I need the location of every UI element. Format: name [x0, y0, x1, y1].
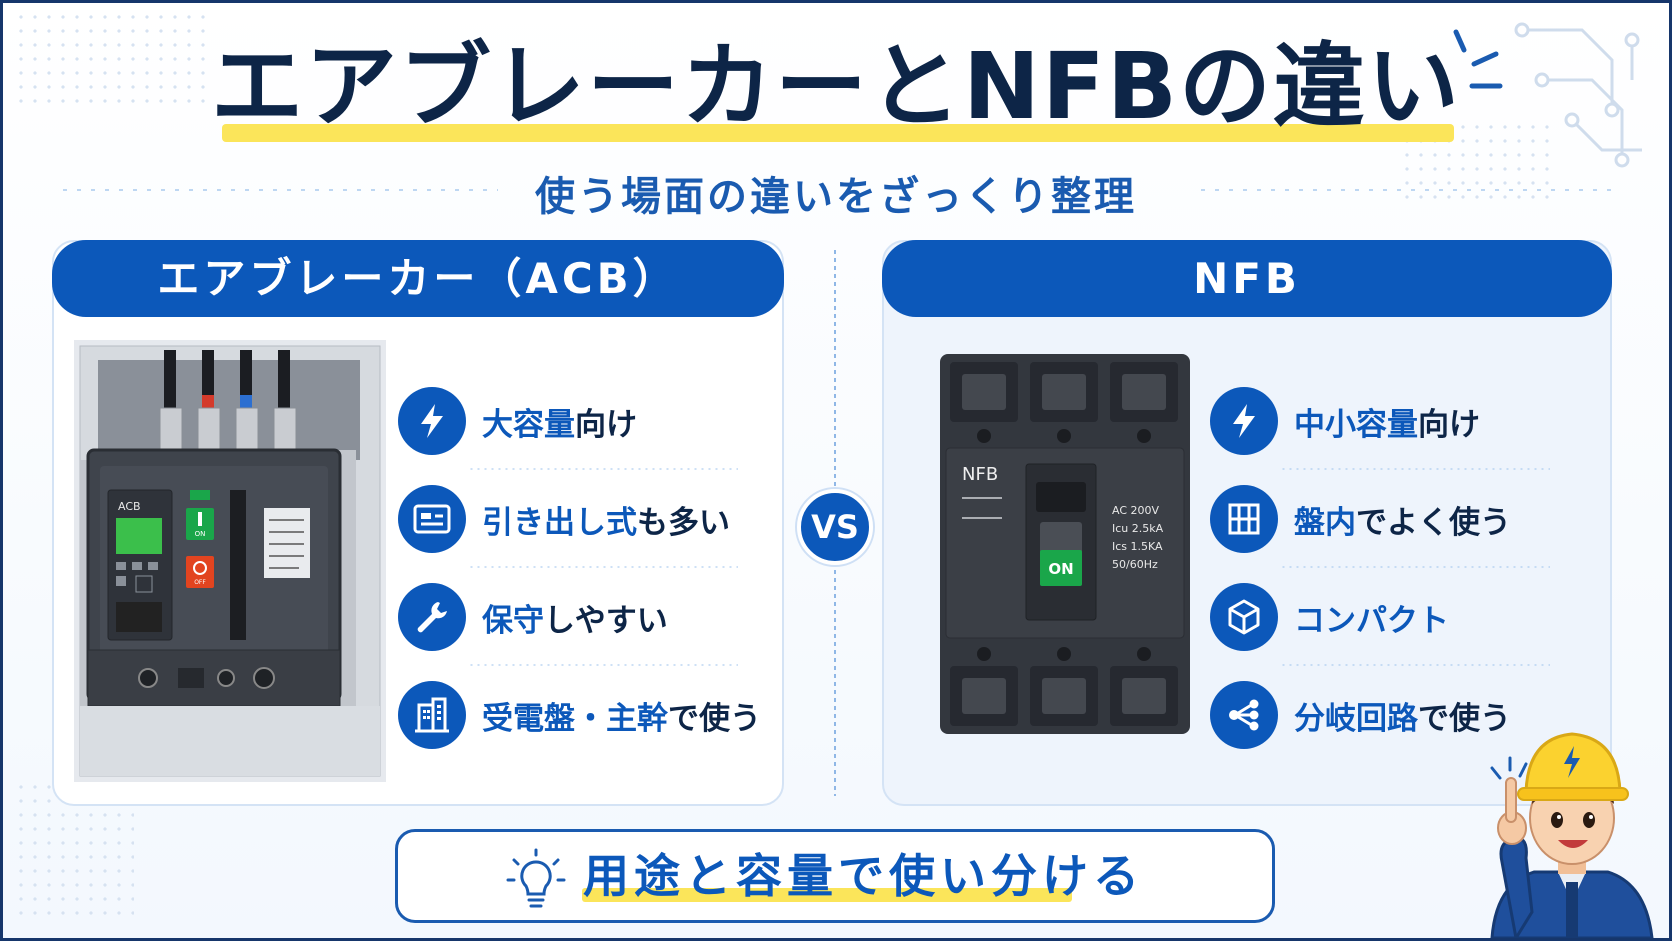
nfb-spec-line: 50/60Hz — [1112, 558, 1158, 571]
nfb-on-label: ON — [1048, 560, 1073, 578]
nfb-spec-line: Icu 2.5kA — [1112, 522, 1164, 535]
subtitle-dotline-right — [1196, 188, 1616, 192]
branch-icon — [1210, 681, 1278, 749]
lightning-icon — [1210, 387, 1278, 455]
acb-device-illustration: ACB ON OFF — [74, 340, 386, 782]
acb-brand-label: ACB — [118, 500, 141, 513]
conclusion-banner: 用途と容量で使い分ける — [395, 829, 1275, 923]
divider — [1280, 664, 1550, 666]
worker-mascot-illustration — [1490, 732, 1654, 938]
decor-dots-top-left — [14, 10, 214, 110]
title-highlight — [222, 124, 1454, 142]
wrench-icon — [398, 583, 466, 651]
nfb-heading: NFB — [882, 240, 1612, 317]
list-item: 中小容量向け — [1210, 372, 1550, 470]
acb-off-label: OFF — [194, 579, 206, 586]
nfb-panel: NFB NFB ON AC 200V Icu 2.5 — [882, 240, 1612, 806]
cube-icon — [1210, 583, 1278, 651]
divider — [1280, 468, 1550, 470]
page-title: エアブレーカーとNFBの違い — [211, 33, 1461, 140]
lightning-icon — [398, 387, 466, 455]
acb-heading: エアブレーカー（ACB） — [52, 240, 784, 317]
subtitle-dotline-left — [58, 188, 498, 192]
list-item: 分岐回路で使う — [1210, 666, 1550, 764]
acb-on-label: ON — [195, 530, 206, 538]
building-icon — [398, 681, 466, 749]
nfb-spec-line: AC 200V — [1112, 504, 1160, 517]
acb-panel: エアブレーカー（ACB） ACB — [52, 240, 784, 806]
conclusion-text: 用途と容量で使い分ける — [583, 849, 1144, 903]
vs-badge: VS — [797, 489, 873, 565]
nfb-spec-line: Ics 1.5KA — [1112, 540, 1163, 553]
panel-grid-icon — [1210, 485, 1278, 553]
nfb-brand-label: NFB — [962, 464, 998, 485]
list-item: 保守しやすい — [398, 568, 738, 666]
spark-lines-icon — [1453, 29, 1503, 89]
list-item: コンパクト — [1210, 568, 1550, 666]
drawer-icon — [398, 485, 466, 553]
list-item: 大容量向け — [398, 372, 738, 470]
circuit-decor-icon — [1514, 22, 1642, 168]
nfb-device-illustration: NFB ON AC 200V Icu 2.5kA Ics 1.5KA 50/60… — [940, 354, 1190, 734]
lightbulb-icon — [506, 848, 566, 908]
divider — [468, 566, 738, 568]
list-item: 引き出し式も多い — [398, 470, 738, 568]
list-item: 盤内でよく使う — [1210, 470, 1550, 568]
acb-feature-list: 大容量向け 引き出し式も多い 保守しやすい 受電盤・主幹で使う — [398, 372, 761, 764]
divider — [468, 664, 738, 666]
divider — [468, 468, 738, 470]
subtitle: 使う場面の違いをざっくり整理 — [535, 174, 1137, 220]
banner-highlight — [582, 888, 1072, 902]
divider — [1280, 566, 1550, 568]
nfb-feature-list: 中小容量向け 盤内でよく使う コンパクト 分岐回路で使う — [1210, 372, 1550, 764]
list-item: 受電盤・主幹で使う — [398, 666, 761, 764]
